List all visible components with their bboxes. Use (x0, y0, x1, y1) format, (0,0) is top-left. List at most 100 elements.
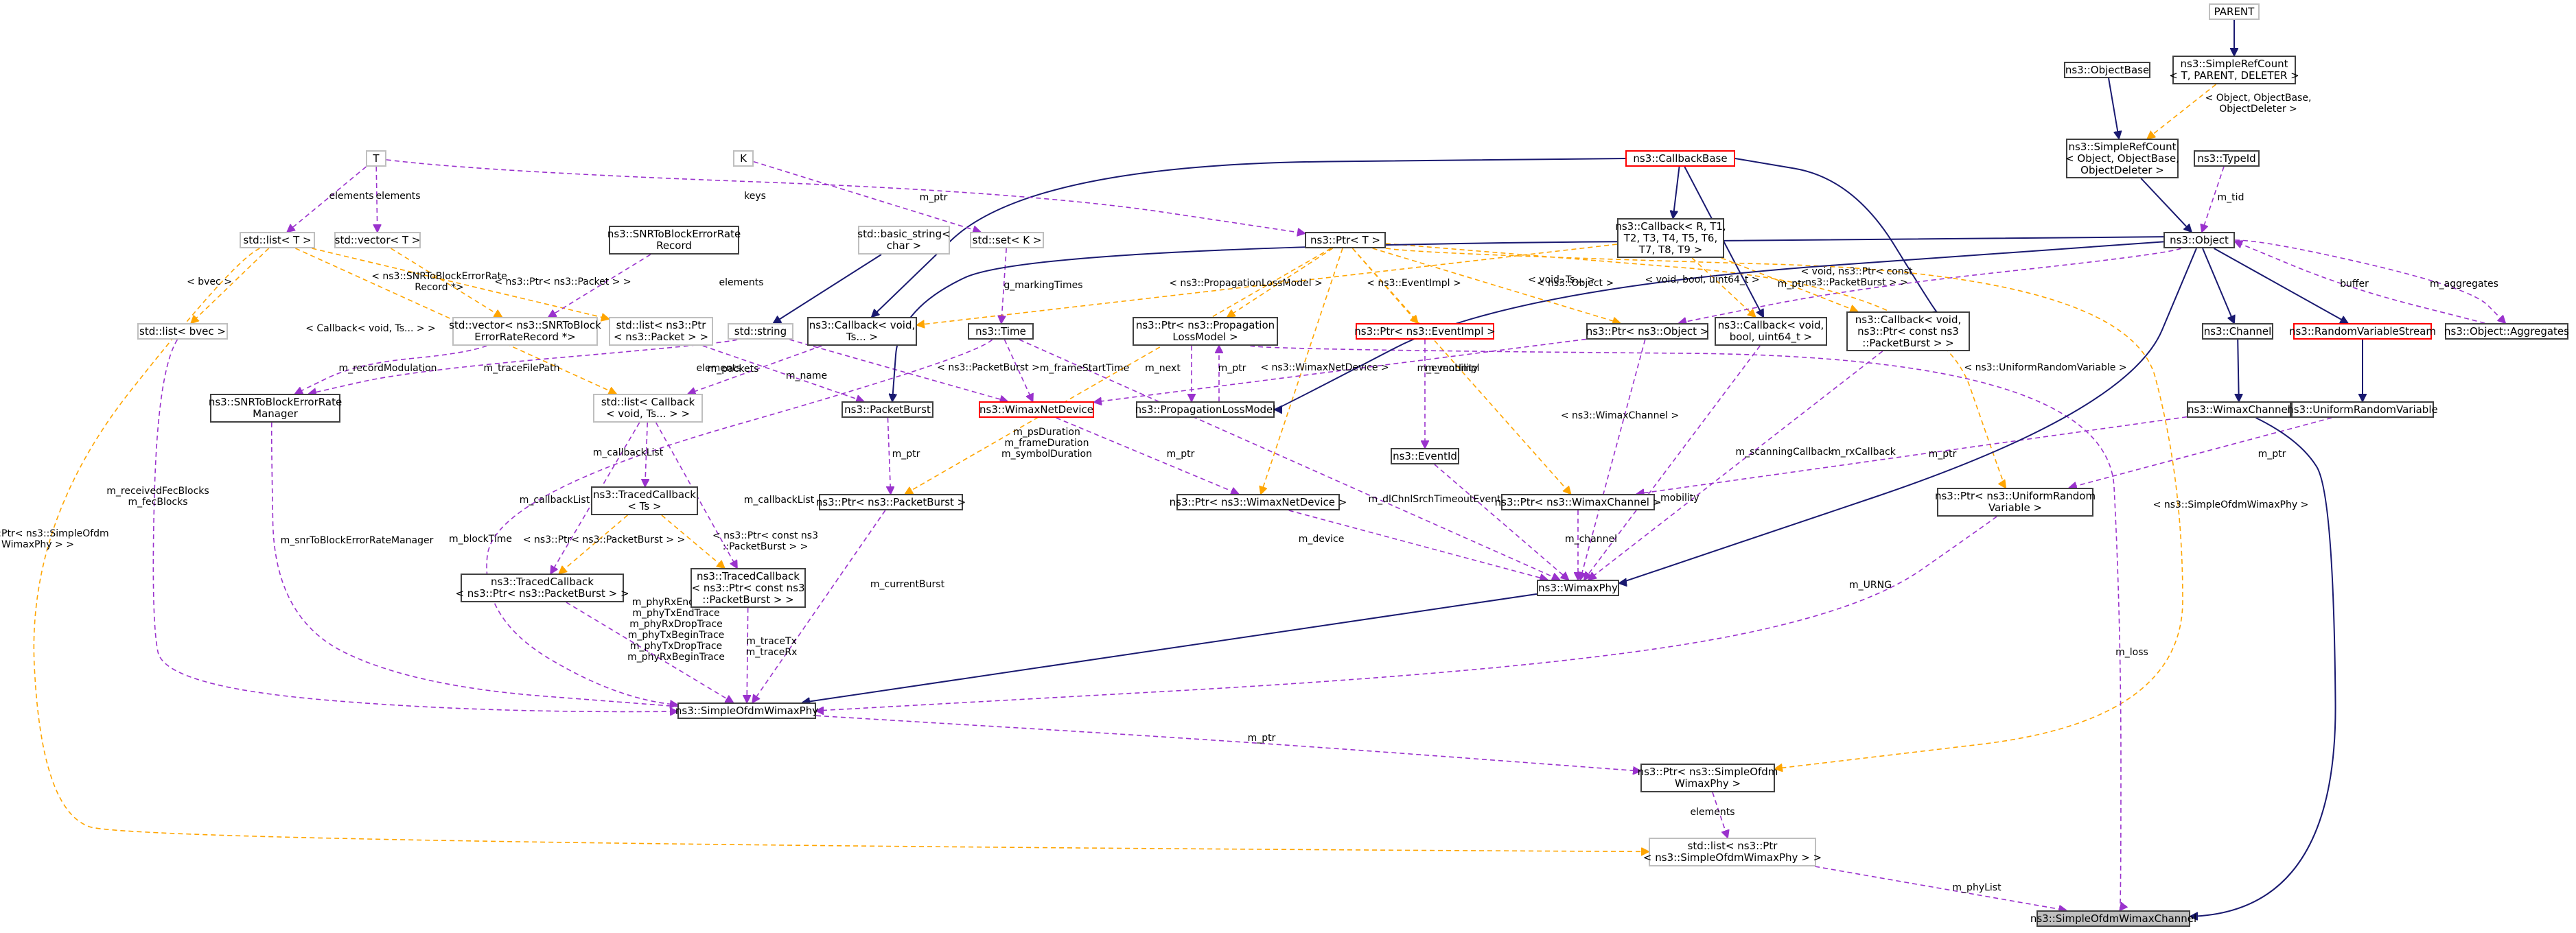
edge-label-line: elements (1690, 807, 1734, 818)
edge-usage (1094, 338, 1587, 402)
edge-label-line: < ns3::Ptr< const ns3 (712, 530, 818, 541)
edge-label: < ns3::Ptr< ns3::PacketBurst > > (523, 534, 685, 545)
edge-template (33, 248, 1649, 851)
edge-label-line: m_frameStartTime (1040, 363, 1130, 374)
class-node-std-string[interactable]: std::string (728, 323, 793, 340)
node-label-line: ns3::Ptr< ns3::WimaxChannel > (1494, 495, 1662, 508)
class-node-uniformrandomvariable[interactable]: ns3::UniformRandomVariable (2287, 401, 2438, 418)
edge-template (1352, 248, 1571, 494)
edge-label: < ns3::EventImpl > (1367, 278, 1461, 289)
node-label-line: < Ts > (627, 500, 662, 512)
node-label-line: ns3::Time (975, 324, 1026, 338)
class-node-objectbase[interactable]: ns3::ObjectBase (2064, 62, 2150, 78)
edge-template (559, 515, 628, 574)
class-node-std-list-ptr-simpleofdm[interactable]: std::list< ns3::Ptr< ns3::SimpleOfdmWima… (1643, 838, 1822, 866)
class-node-channel[interactable]: ns3::Channel (2202, 323, 2273, 340)
class-node-simplerefcount-tpl[interactable]: ns3::SimpleRefCount< T, PARENT, DELETER … (2169, 56, 2299, 84)
class-node-ptr-wimaxchannel[interactable]: ns3::Ptr< ns3::WimaxChannel > (1495, 494, 1661, 510)
class-node-simplerefcount-obj[interactable]: ns3::SimpleRefCount< Object, ObjectBase,… (2065, 139, 2179, 178)
class-node-propagationlossmodel[interactable]: ns3::PropagationLossModel (1135, 401, 1276, 418)
edge-label: m_frameStartTime (1040, 363, 1130, 374)
class-node-packetburst[interactable]: ns3::PacketBurst (842, 401, 933, 418)
class-node-wimaxchannel[interactable]: ns3::WimaxChannel (2187, 401, 2291, 418)
edge-usage (645, 422, 647, 486)
class-node-basic-string[interactable]: std::basic_string<char > (857, 226, 951, 255)
edge-label-line: m_symbolDuration (1001, 449, 1092, 460)
class-node-ptr-object[interactable]: ns3::Ptr< ns3::Object > (1586, 323, 1708, 340)
class-node-object-aggregates[interactable]: ns3::Object::Aggregates (2444, 323, 2569, 340)
node-label-line: std::set< K > (972, 233, 1042, 246)
edge-label-line: m_phyRxBeginTrace (627, 652, 725, 663)
node-label-line: ns3::TypeId (2197, 152, 2256, 165)
edge-label-line: m_traceTx (746, 636, 797, 647)
class-node-std-vector-T[interactable]: std::vector< T > (334, 232, 421, 248)
class-node-ptr-eventimpl[interactable]: ns3::Ptr< ns3::EventImpl > (1354, 323, 1496, 340)
class-node-parent[interactable]: PARENT (2209, 3, 2260, 20)
node-label-line: ns3::PropagationLossModel (1135, 403, 1276, 416)
node-label-line: ns3::PacketBurst (844, 403, 931, 416)
edge-label: elements (1690, 807, 1734, 818)
class-node-callbackbase[interactable]: ns3::CallbackBase (1625, 150, 1735, 167)
node-label-line: ns3::SimpleRefCount (2180, 58, 2288, 70)
class-node-ptr-wimaxnetdevice[interactable]: ns3::Ptr< ns3::WimaxNetDevice > (1170, 494, 1347, 510)
class-node-std-list-bvec[interactable]: std::list< bvec > (137, 323, 228, 340)
edge-label: < ns3::Ptr< ns3::Packet > > (494, 276, 631, 287)
class-node-time[interactable]: ns3::Time (968, 323, 1034, 340)
class-node-std-list-T[interactable]: std::list< T > (240, 232, 315, 248)
class-node-callback-void-ts[interactable]: ns3::Callback< void,Ts... > (807, 317, 917, 346)
class-node-eventid[interactable]: ns3::EventId (1391, 448, 1459, 464)
edge-template (390, 248, 502, 317)
class-node-K[interactable]: K (733, 150, 754, 167)
edge-label: < ns3::SimpleOfdmWimaxPhy > (2153, 499, 2309, 510)
class-node-ptr-tpl[interactable]: ns3::Ptr< T > (1305, 232, 1386, 248)
edge-label: m_ptr (2258, 449, 2286, 460)
edge-label-line: < ns3::SNRToBlockErrorRate (371, 271, 507, 282)
node-label-line: ns3::Object::Aggregates (2444, 324, 2569, 338)
class-node-std-list-ptr-packet[interactable]: std::list< ns3::Ptr< ns3::Packet > > (609, 317, 713, 346)
node-label-line: < ns3::Ptr< const ns3 (691, 581, 805, 594)
edge-label-line: m_channel (1565, 534, 1617, 545)
class-node-tracedcallback-const-packetburst[interactable]: ns3::TracedCallback< ns3::Ptr< const ns3… (691, 568, 806, 608)
class-node-object[interactable]: ns3::Object (2163, 232, 2235, 248)
node-label-line: ns3::Callback< void, (1855, 313, 1962, 326)
class-node-wimaxnetdevice[interactable]: ns3::WimaxNetDevice (979, 401, 1094, 418)
edge-label: < Callback< void, Ts... > > (305, 323, 436, 334)
class-node-randomvariablestream[interactable]: ns3::RandomVariableStream (2289, 323, 2436, 340)
class-node-tracedcallback-ts[interactable]: ns3::TracedCallback< Ts > (591, 486, 698, 515)
class-node-T[interactable]: T (366, 150, 386, 167)
edge-label: < bvec > (187, 276, 232, 287)
class-node-typeid[interactable]: ns3::TypeId (2194, 150, 2260, 167)
node-label-line: ns3::Ptr< ns3::WimaxNetDevice > (1169, 495, 1347, 508)
edge-label-line: WimaxPhy > > (1, 539, 74, 550)
edge-label-line: < ns3::EventImpl > (1367, 278, 1461, 289)
edge-usage (789, 339, 1007, 401)
class-node-callback-void-bool[interactable]: ns3::Callback< void,bool, uint64_t > (1715, 317, 1827, 346)
class-node-callback-tpl[interactable]: ns3::Callback< R, T1,T2, T3, T4, T5, T6,… (1615, 218, 1726, 258)
edge-label-line: m_frameDuration (1005, 438, 1089, 449)
edge-label-line: m_name (786, 370, 827, 381)
node-label-line: Manager (253, 408, 298, 420)
edge-label-line: < ns3::Object > (1537, 278, 1614, 289)
edge-label: m_ptr (1778, 279, 1806, 290)
edge-label: < ns3::PropagationLossModel > (1169, 278, 1323, 289)
class-node-std-list-callback[interactable]: std::list< Callback< void, Ts... > > (593, 394, 703, 423)
class-node-std-set-K[interactable]: std::set< K > (970, 232, 1044, 248)
edge-label: elements (719, 277, 763, 288)
class-node-tracedcallback-ptr-packetburst[interactable]: ns3::TracedCallback< ns3::Ptr< ns3::Pack… (455, 574, 629, 602)
class-node-callback-void-packetburst[interactable]: ns3::Callback< void,ns3::Ptr< const ns3:… (1846, 311, 1970, 351)
node-label-line: Ts... > (846, 331, 879, 343)
class-node-wimaxphy[interactable]: ns3::WimaxPhy (1537, 580, 1619, 596)
edge-template (1385, 248, 2183, 769)
class-node-ptr-packetburst[interactable]: ns3::Ptr< ns3::PacketBurst > (816, 494, 966, 510)
edge-label-line: m_mobility (1425, 363, 1478, 374)
edge-label-line: m_snrToBlockErrorRateManager (281, 535, 434, 546)
class-node-simpleofdmwimaxphy[interactable]: ns3::SimpleOfdmWimaxPhy (675, 702, 818, 719)
